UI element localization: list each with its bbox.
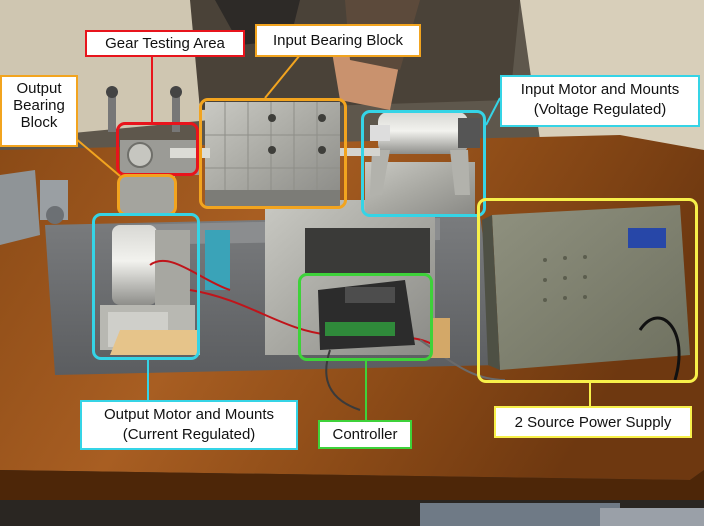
output-bearing-block-outline bbox=[117, 174, 177, 216]
label-input-bearing-block: Input Bearing Block bbox=[255, 24, 421, 57]
input-bearing-block-outline bbox=[199, 98, 347, 209]
label-power-supply: 2 Source Power Supply bbox=[494, 406, 692, 438]
label-gear-testing-area: Gear Testing Area bbox=[85, 30, 245, 57]
label-controller: Controller bbox=[318, 420, 412, 449]
output-motor-outline bbox=[92, 213, 200, 360]
label-output-motor-and-mounts: Output Motor and Mounts (Current Regulat… bbox=[80, 400, 298, 450]
controller-outline bbox=[298, 273, 433, 361]
power-supply-outline bbox=[477, 198, 698, 383]
input-motor-outline bbox=[361, 110, 486, 217]
gear-testing-area-outline bbox=[116, 122, 199, 176]
label-output-bearing-block: Output Bearing Block bbox=[0, 75, 78, 147]
label-input-motor-and-mounts: Input Motor and Mounts (Voltage Regulate… bbox=[500, 75, 700, 127]
